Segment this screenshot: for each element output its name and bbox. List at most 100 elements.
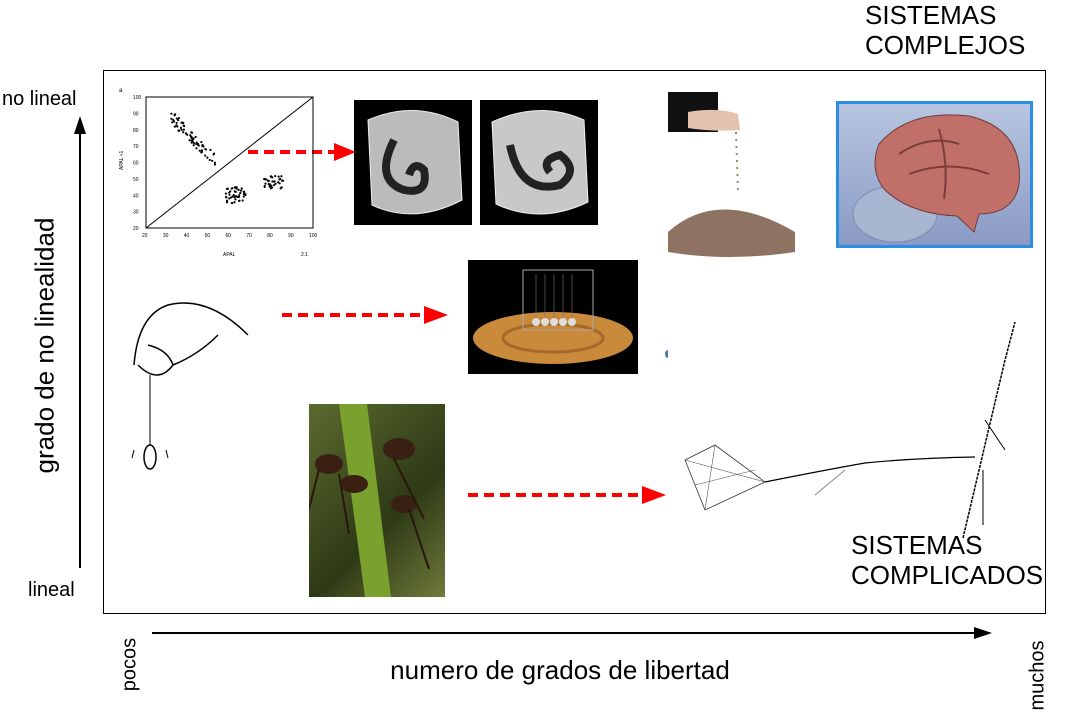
- scatter-point: [281, 179, 285, 182]
- scatter-point: [241, 199, 244, 202]
- title-line: COMPLICADOS: [851, 560, 1044, 590]
- scatter-point: [196, 142, 200, 146]
- scatter-point: [190, 131, 194, 134]
- scatter-x-tick: 50: [205, 233, 211, 239]
- scatter-point: [172, 120, 176, 123]
- scatter-point: [170, 117, 173, 120]
- diagram-frame: [103, 70, 1046, 614]
- scatter-point: [268, 185, 271, 188]
- scatter-x-tick: 90: [288, 233, 294, 239]
- scatter-point: [279, 177, 282, 181]
- scatter-point: [180, 128, 183, 131]
- scatter-point: [229, 190, 232, 193]
- scatter-point: [213, 161, 217, 164]
- scatter-point: [206, 156, 209, 159]
- scatter-point: [180, 121, 183, 124]
- scatter-point: [278, 182, 281, 185]
- scatter-x-tick: 60: [226, 233, 232, 239]
- scatter-point: [200, 140, 203, 144]
- complex-systems-title: SISTEMAS COMPLEJOS: [865, 0, 1025, 60]
- scatter-point: [184, 132, 188, 135]
- scatter-x-tick: 100: [309, 233, 318, 239]
- x-axis-right-label: muchos: [1026, 640, 1049, 711]
- heart-simulation-image-2: [480, 100, 598, 225]
- scatter-point: [230, 187, 233, 190]
- title-line: COMPLEJOS: [865, 30, 1026, 60]
- scatter-point: [228, 193, 231, 196]
- scatter-point: [209, 148, 212, 151]
- arrowhead: [424, 306, 448, 324]
- scatter-point: [177, 119, 180, 122]
- scatter-point: [204, 154, 207, 157]
- scatter-point: [238, 199, 241, 202]
- scatter-point: [182, 121, 185, 124]
- scatter-point: [226, 199, 229, 202]
- scatter-point: [234, 198, 237, 201]
- x-axis-label: numero de grados de libertad: [390, 655, 730, 685]
- scatter-point: [194, 135, 197, 139]
- scatter-point: [232, 193, 235, 197]
- scatter-point: [231, 201, 234, 205]
- complicated-systems-title: SISTEMAS COMPLICADOS: [851, 530, 1043, 590]
- scatter-point: [233, 201, 236, 204]
- newtons-cradle-image: [468, 260, 638, 374]
- scatter-y-tick: 80: [133, 128, 139, 134]
- diagonal-line: [145, 96, 314, 229]
- scatter-point: [239, 189, 243, 192]
- scatter-point: [190, 141, 193, 144]
- scatter-point: [263, 185, 266, 188]
- scatter-point: [198, 149, 201, 152]
- scatter-point: [191, 138, 195, 141]
- scatter-point: [225, 201, 229, 204]
- x-axis-arrowhead: [974, 627, 992, 639]
- scatter-point: [279, 187, 282, 190]
- red-arrows: [248, 150, 644, 497]
- scatter-x-tick: 70: [246, 233, 252, 239]
- scatter-point: [224, 192, 228, 195]
- scatter-y-tick: 90: [133, 111, 139, 117]
- scatter-x-tick: 80: [267, 233, 273, 239]
- brain-image: [836, 101, 1033, 248]
- heart-simulation-image-1: [354, 100, 472, 225]
- scatter-point: [177, 129, 180, 132]
- scatter-point: [234, 195, 237, 198]
- scatter-point: [280, 175, 283, 178]
- scatter-point: [233, 186, 237, 189]
- title-line: SISTEMAS: [865, 0, 997, 30]
- scatter-point: [182, 128, 185, 131]
- panel-letter: a: [119, 88, 123, 94]
- scatter-point: [271, 186, 274, 189]
- scatter-point: [195, 142, 198, 146]
- scatter-point: [182, 131, 185, 134]
- scatter-y-label: APAL +1: [119, 150, 125, 170]
- scatter-point: [277, 175, 280, 178]
- y-axis-top-label: no lineal: [2, 88, 77, 110]
- scatter-point: [273, 183, 276, 187]
- scatter-point: [264, 182, 267, 185]
- scatter-point: [242, 190, 245, 193]
- scatter-point: [236, 195, 239, 199]
- scatter-x-tick: 40: [184, 233, 190, 239]
- scatter-point: [239, 191, 242, 195]
- scatter-point: [173, 125, 176, 128]
- scatter-x-label: APAL: [223, 252, 236, 258]
- scatter-point: [242, 195, 245, 198]
- ant-trail-diagram: [665, 310, 1045, 540]
- scatter-y-tick: 50: [133, 177, 139, 183]
- scatter-point: [175, 117, 178, 120]
- scatter-corner-label: 2.1: [301, 252, 308, 258]
- scatter-point: [188, 139, 191, 142]
- scatter-point: [238, 194, 241, 197]
- scatter-point: [237, 188, 240, 191]
- scatter-point: [213, 163, 217, 166]
- scatter-point: [200, 149, 204, 152]
- scatter-point: [186, 133, 189, 136]
- scatter-point: [200, 150, 204, 154]
- y-axis-arrowhead: [74, 116, 86, 134]
- scatter-y-tick: 70: [133, 144, 139, 150]
- scatter-point: [204, 147, 207, 151]
- scatter-y-tick: 40: [133, 193, 139, 199]
